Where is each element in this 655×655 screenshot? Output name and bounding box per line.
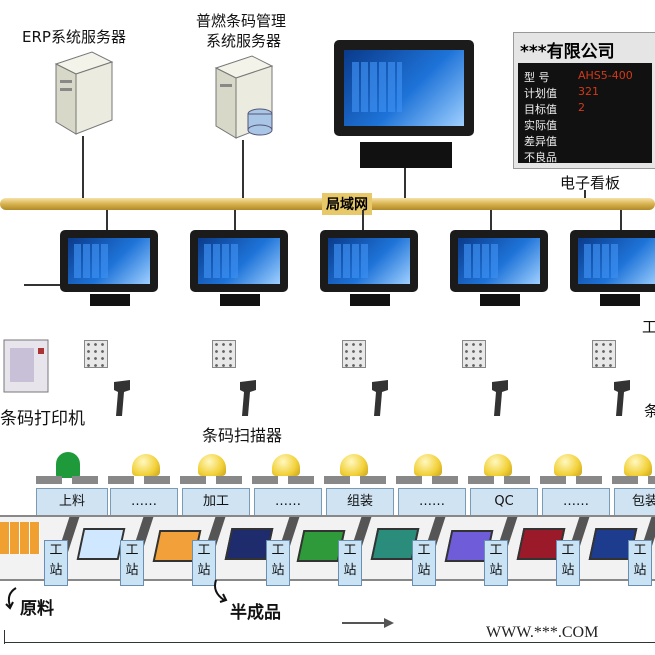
workstation-tag: 工站 [44,540,68,586]
worker-icon [414,454,442,476]
raw-material-label: 原料 [20,599,54,619]
worker-icon [484,454,512,476]
station-tablet [570,230,655,292]
board-caption: 电子看板 [560,174,621,192]
drop-wire [106,210,108,230]
station-label: …… [110,488,178,516]
board-row-value: AHS5-400 [578,69,633,82]
barcode-server-label-1: 普燃条码管理 [196,12,287,30]
worker-icon [554,454,582,476]
keypad-icon [84,340,108,368]
workstation-tag: 工站 [412,540,436,586]
board-title: ***有限公司 [520,42,615,62]
worker-icon [132,454,160,476]
main-tablet [334,40,474,136]
keypad-icon [592,340,616,368]
main-tablet-stand [360,142,452,168]
flow-arrow-icon [342,618,394,628]
worker-icon [198,454,226,476]
baseline [4,642,655,643]
main-tablet-wire [404,168,406,198]
tablet-stand [600,294,640,306]
raw-material-icon [0,522,40,554]
scanner-icon [492,380,508,416]
barcode-server-label-2: 系统服务器 [206,32,282,50]
barcode-server-icon [208,54,278,144]
baseline-tick [4,630,5,644]
board-wire [584,190,586,198]
cut-label-2: 条 [644,402,655,420]
erp-server-label: ERP系统服务器 [22,28,126,46]
workstation-tag: 工站 [338,540,362,586]
workstation-tag: 工站 [556,540,580,586]
semi-product-label: 半成品 [230,603,281,623]
scanner-icon [114,380,130,416]
printer-wire [24,284,60,286]
worker-icon [624,454,652,476]
drop-wire [234,210,236,230]
erp-server-icon [48,50,114,140]
workstation-tag: 工站 [628,540,652,586]
drop-wire [490,210,492,230]
board-row-label: 差异值 [524,135,557,148]
board-row-label: 计划值 [524,87,557,100]
tablet-stand [90,294,130,306]
printer-icon [2,336,52,396]
lan-label: 局域网 [322,193,372,215]
printer-label: 条码打印机 [0,409,85,429]
drop-wire [362,210,364,230]
tablet-stand [220,294,260,306]
worker-green-icon [56,452,80,478]
station-label: 包装 [614,488,655,516]
board-row-label: 实际值 [524,119,557,132]
station-label: 上料 [36,488,108,516]
board-row-label: 型 号 [524,71,550,84]
station-label: …… [398,488,466,516]
cut-label-1: 工 [642,318,655,336]
scanner-icon [240,380,256,416]
barcode-wire [242,140,244,198]
station-tablet [320,230,418,292]
scanner-icon [614,380,630,416]
station-label: …… [254,488,322,516]
tablet-stand [350,294,390,306]
board-row-label: 目标值 [524,103,557,116]
station-label: 组装 [326,488,394,516]
raw-arrow-icon [5,587,17,610]
station-label: 加工 [182,488,250,516]
keyboard-row [36,476,655,484]
tablet-stand [480,294,520,306]
workstation-tag: 工站 [484,540,508,586]
board-row-label: 不良品 [524,151,557,164]
worker-icon [340,454,368,476]
drop-wire [620,210,622,230]
station-label: …… [542,488,610,516]
station-label: QC [470,488,538,516]
station-tablet [60,230,158,292]
station-tablet [190,230,288,292]
keypad-icon [342,340,366,368]
board-row-value: 321 [578,85,599,98]
board-row-value: 2 [578,101,585,114]
workstation-tag: 工站 [266,540,290,586]
semi-arrow-icon [214,579,228,603]
workstation-tag: 工站 [192,540,216,586]
board-screen: 型 号 AHS5-400 计划值 321 目标值 2 实际值 差异值 不良品 [518,63,652,164]
station-tablet [450,230,548,292]
worker-icon [272,454,300,476]
keypad-icon [212,340,236,368]
erp-wire [82,136,84,198]
scanner-icon [372,380,388,416]
scanner-label: 条码扫描器 [202,426,283,445]
watermark: WWW.***.COM [486,624,599,641]
product-icon [76,528,126,560]
workstation-tag: 工站 [120,540,144,586]
keypad-icon [462,340,486,368]
electronic-board: ***有限公司 型 号 AHS5-400 计划值 321 目标值 2 实际值 差… [513,32,655,169]
